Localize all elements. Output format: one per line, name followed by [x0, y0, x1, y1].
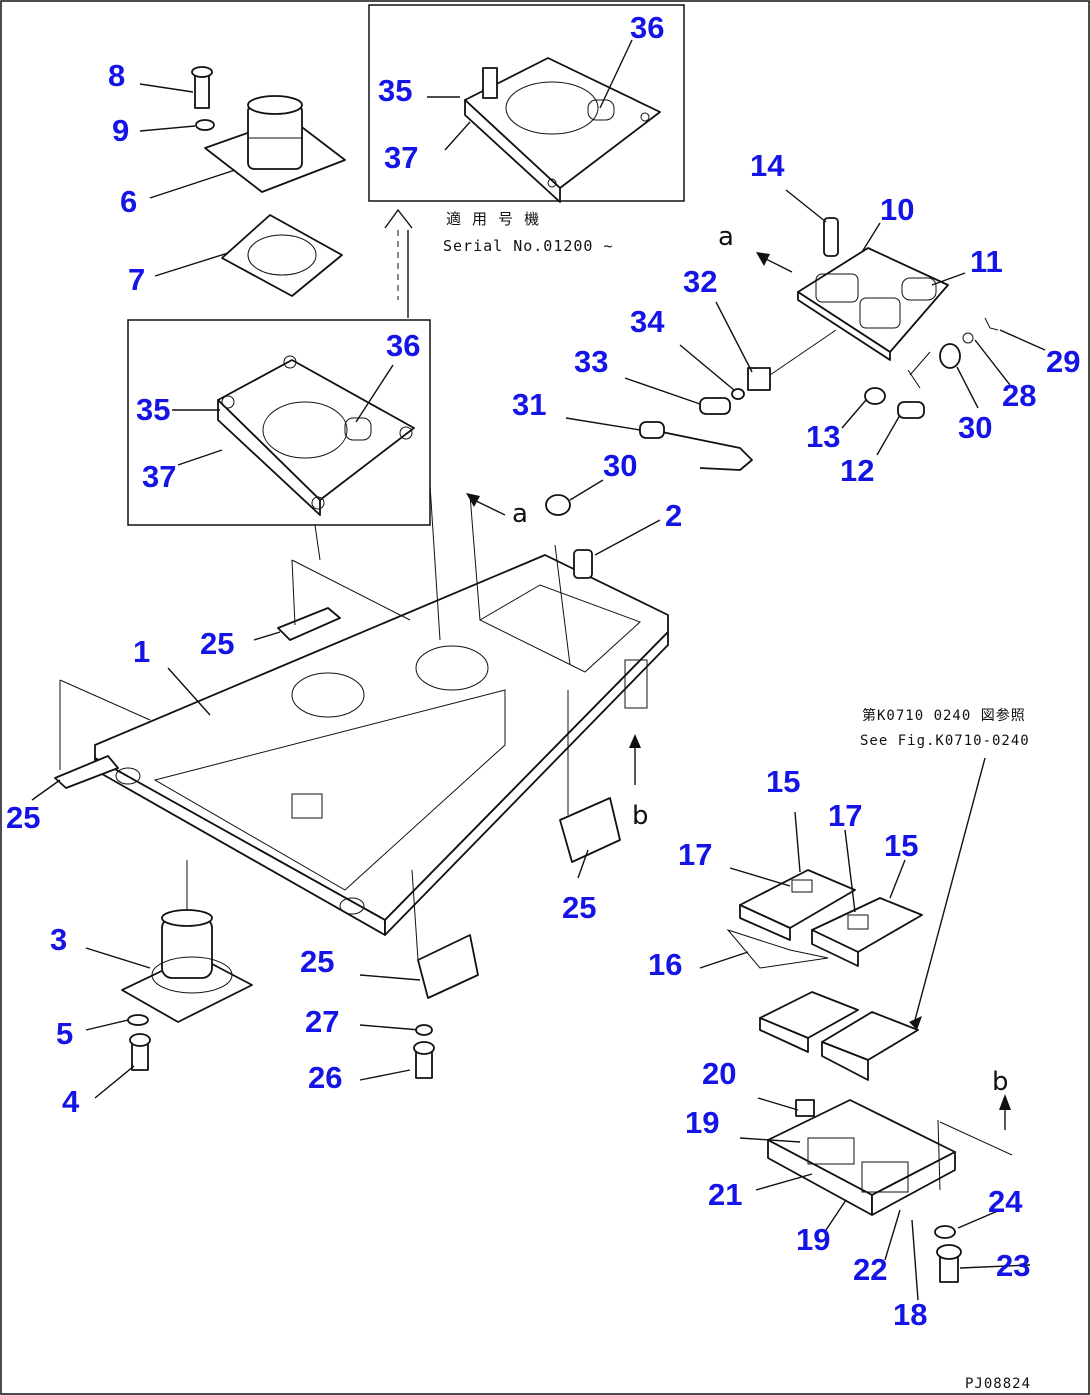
callout-28: 28: [1002, 378, 1036, 413]
see-fig-note-en: See Fig.K0710-0240: [860, 733, 1030, 749]
callout-23: 23: [996, 1248, 1030, 1283]
callout-25-left: 25: [6, 800, 40, 835]
serial-note-jp: 適 用 号 機: [446, 210, 540, 228]
callout-29: 29: [1046, 344, 1080, 379]
callout-24: 24: [988, 1184, 1023, 1219]
callout-12: 12: [840, 453, 874, 488]
callout-25-right: 25: [562, 890, 596, 925]
cover-assembly-new: [464, 57, 661, 203]
inset-serial-box: [368, 4, 685, 202]
linkage-assembly: [639, 317, 999, 471]
callout-17-left: 17: [678, 837, 712, 872]
inset-arrow-head: [384, 208, 413, 229]
bolt-head-8: [191, 66, 213, 78]
gasket-hole-7: [247, 234, 317, 276]
top-mount-assembly: [191, 66, 346, 297]
view-mark-a-mid: a: [512, 499, 528, 529]
callout-15-left: 15: [766, 764, 800, 799]
callout-32: 32: [683, 264, 717, 299]
callout-9: 9: [112, 113, 129, 148]
callout-4: 4: [62, 1084, 80, 1119]
callout-36-lower: 36: [386, 328, 420, 363]
callout-22: 22: [853, 1252, 887, 1287]
callout-3: 3: [50, 922, 67, 957]
callout-15-right: 15: [884, 828, 918, 863]
serial-note-en: Serial No.01200 ~: [443, 237, 614, 255]
see-fig-note-jp: 第K0710 0240 図参照: [862, 707, 1026, 724]
construction-lines: [59, 484, 571, 961]
callout-34: 34: [630, 304, 665, 339]
mount-top-6: [247, 95, 303, 115]
callout-7: 7: [128, 262, 145, 297]
callout-26: 26: [308, 1060, 342, 1095]
callout-17-right: 17: [828, 798, 862, 833]
callout-14: 14: [750, 148, 785, 183]
gasket-7: [221, 214, 343, 297]
callout-5: 5: [56, 1016, 73, 1051]
callout-8: 8: [108, 58, 125, 93]
callout-30-right: 30: [958, 410, 992, 445]
pin-14: [823, 217, 839, 257]
washer-9: [195, 119, 215, 131]
callout-25-top: 25: [200, 626, 234, 661]
callout-37-upper: 37: [384, 140, 418, 175]
main-frame: [94, 554, 669, 936]
brackets: [54, 607, 648, 999]
callout-13: 13: [806, 419, 840, 454]
callout-30-mid: 30: [603, 448, 637, 483]
bolt-2: [573, 549, 593, 579]
callout-21: 21: [708, 1177, 742, 1212]
cover-assembly-std: [217, 355, 415, 516]
callout-2: 2: [665, 498, 682, 533]
view-mark-b-lower: b: [992, 1067, 1009, 1097]
callout-35-lower: 35: [136, 392, 170, 427]
callout-19-bottom: 19: [796, 1222, 830, 1257]
callout-18: 18: [893, 1297, 927, 1332]
callout-6: 6: [120, 184, 137, 219]
floor-plate-assembly: [797, 217, 949, 361]
callout-20: 20: [702, 1056, 736, 1091]
callout-19-top: 19: [685, 1105, 719, 1140]
callout-10: 10: [880, 192, 914, 227]
drawing-code: PJ08824: [965, 1376, 1031, 1392]
callout-36-upper: 36: [630, 10, 664, 45]
view-mark-a-upper: a: [718, 222, 734, 252]
callout-1: 1: [133, 634, 150, 669]
callout-37-lower: 37: [142, 459, 176, 494]
bottom-mount-assembly: [121, 860, 253, 1071]
callout-35-upper: 35: [378, 73, 412, 108]
nut-30-mid: [545, 494, 571, 516]
nut-30-right: [939, 343, 961, 369]
callout-27: 27: [305, 1004, 339, 1039]
callout-31: 31: [512, 387, 546, 422]
view-mark-b-mid: b: [632, 801, 649, 831]
callout-11: 11: [970, 244, 1003, 279]
callout-16: 16: [648, 947, 682, 982]
see-fig-leader: [914, 757, 986, 1021]
control-box-assembly: [726, 869, 962, 1283]
inset-standard-box: [127, 319, 431, 526]
callouts: 8 9 6 7 35 37 36 35 37 36 14 10 11 32 34…: [6, 10, 1080, 1332]
callout-33: 33: [574, 344, 608, 379]
callout-25-bottom: 25: [300, 944, 334, 979]
